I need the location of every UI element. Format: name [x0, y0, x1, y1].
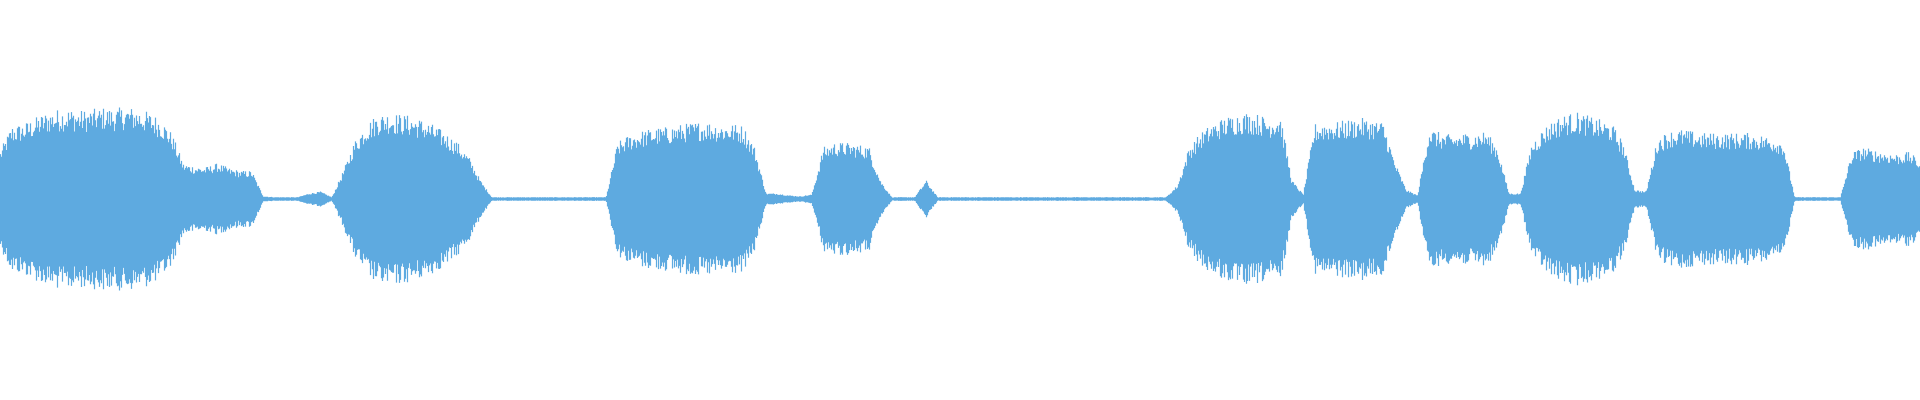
waveform-channel	[0, 107, 1920, 291]
